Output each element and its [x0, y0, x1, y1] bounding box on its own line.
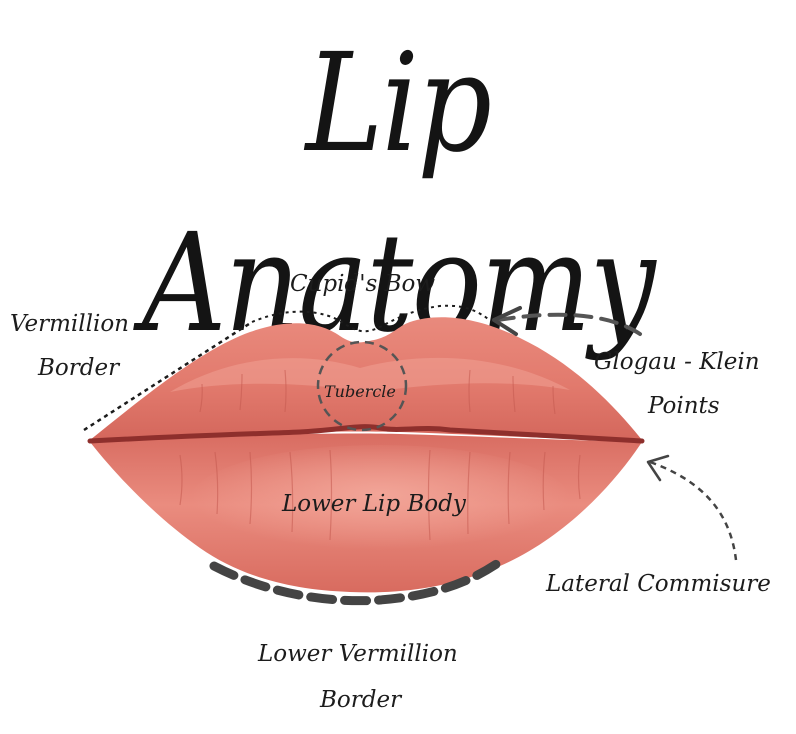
lower-vermillion-border-line [209, 553, 510, 606]
vermillion-border-label-line2: Border [38, 355, 120, 381]
cupids-bow-label: Cupid's Bow [290, 271, 436, 297]
tubercle-label: Tubercle [324, 382, 396, 401]
lateral-commisure-label: Lateral Commisure [546, 571, 771, 597]
mouth-line [87, 424, 645, 444]
cupids-bow-line [251, 304, 493, 333]
glogau-klein-arrowhead [492, 306, 522, 336]
vermillion-border-label-line1: Vermillion [10, 311, 129, 337]
tubercle-circle [316, 340, 408, 432]
lip-texture [179, 369, 581, 541]
glogau-klein-arrow [496, 312, 642, 336]
lateral-commisure-arrow [649, 460, 738, 561]
lower-lip-body-label: Lower Lip Body [282, 491, 466, 517]
upper-lip-highlight [170, 357, 570, 392]
glogau-klein-label-line1: Glogau - Klein [594, 349, 760, 375]
lower-vermillion-label-line2: Border [320, 687, 402, 713]
vermillion-border-line [83, 320, 253, 432]
lower-lip-shine [190, 445, 570, 555]
lower-vermillion-label-line1: Lower Vermillion [258, 641, 458, 667]
glogau-klein-label-line2: Points [648, 393, 720, 419]
lateral-commisure-arrowhead [646, 454, 670, 482]
